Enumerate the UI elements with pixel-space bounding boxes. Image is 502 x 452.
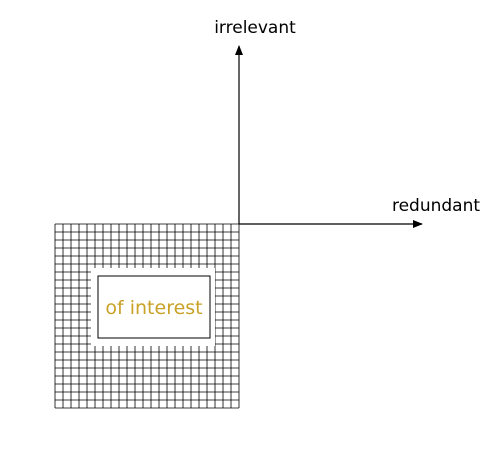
y-axis-label: irrelevant xyxy=(214,18,296,38)
x-axis-label: redundant xyxy=(392,196,480,216)
interest-box xyxy=(97,275,211,339)
region-label: of interest xyxy=(105,297,202,319)
